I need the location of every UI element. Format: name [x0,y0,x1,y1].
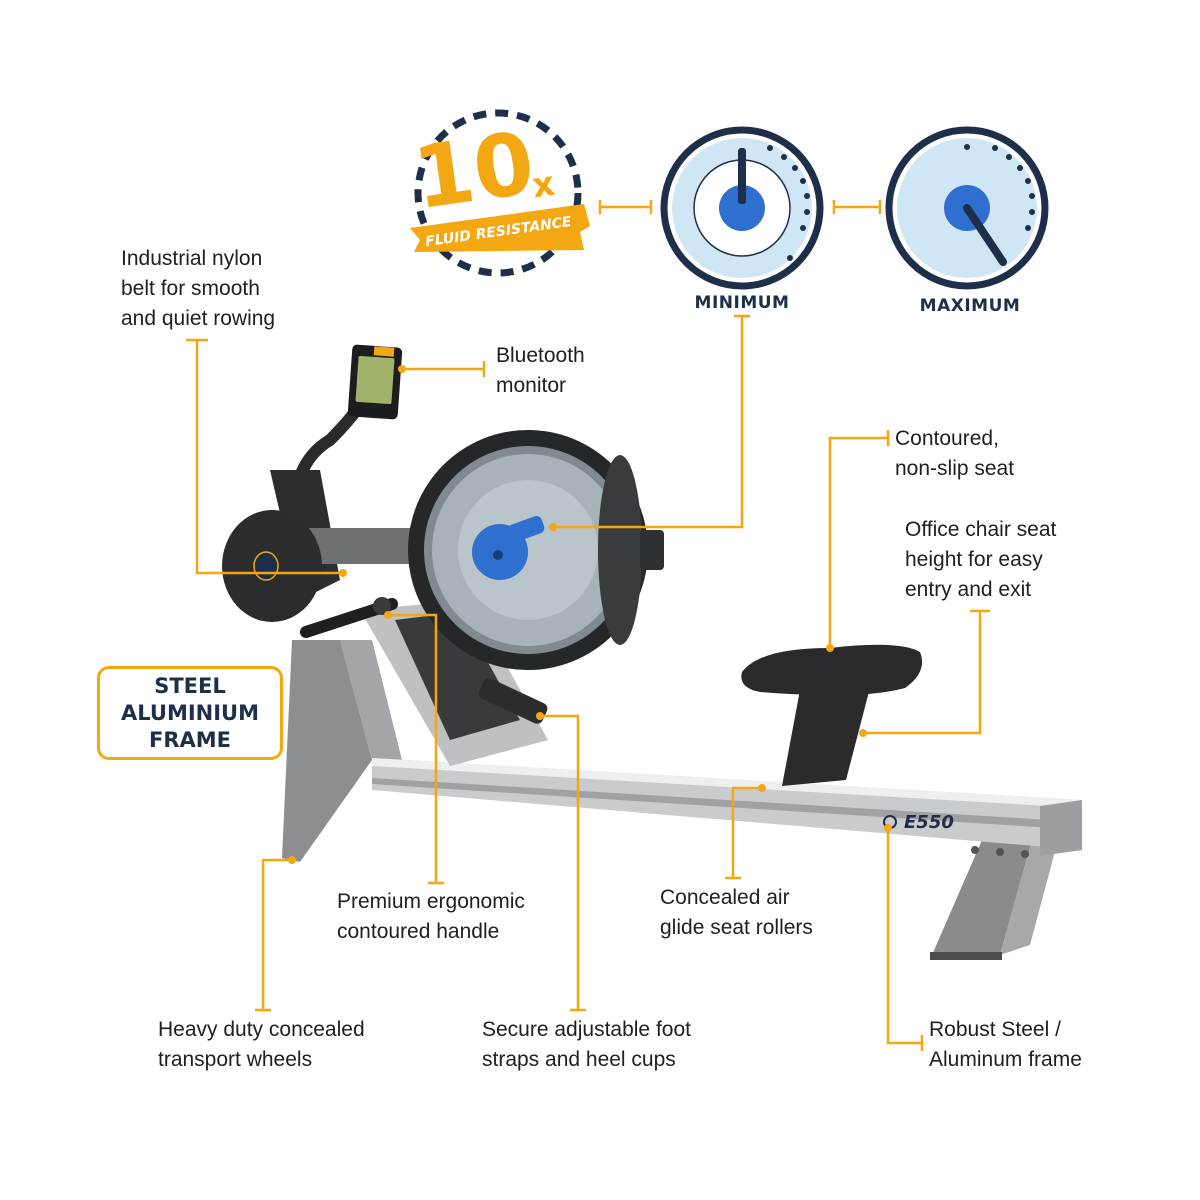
badge-suffix: x [530,164,557,207]
model-name: E550 [904,812,954,833]
badge-dashed-ring [414,109,582,277]
minimum-resistance-dial [660,126,824,290]
callout-belt: Industrial nylon belt for smooth and qui… [121,247,276,330]
callout-handle: Premium ergonomic contoured handle [337,890,525,943]
callout-straps: Secure adjustable foot straps and heel c… [482,1018,691,1071]
fluid-resistance-badge: 10 x FLUID RESISTANCE [408,109,590,277]
frame-badge: STEEL ALUMINIUM FRAME [97,666,283,760]
maximum-resistance-dial [885,126,1049,290]
callout-monitor: Bluetooth monitor [496,344,585,397]
callout-seat: Contoured, non-slip seat [895,427,1015,480]
rowing-machine: E550 [222,344,1082,960]
callout-rollers: Concealed air glide seat rollers [660,886,813,939]
minimum-label: MINIMUM [694,293,790,313]
badge-multiplier: 10 [408,113,540,229]
frame-badge-text: STEEL ALUMINIUM FRAME [121,673,259,752]
maximum-label: MAXIMUM [919,296,1021,316]
callout-frame: Robust Steel / Aluminum frame [929,1018,1082,1071]
badge-ribbon [410,204,590,252]
callout-lines [186,314,990,1051]
callout-wheels: Heavy duty concealed transport wheels [158,1018,365,1071]
callout-seat-height: Office chair seat height for easy entry … [905,518,1057,601]
